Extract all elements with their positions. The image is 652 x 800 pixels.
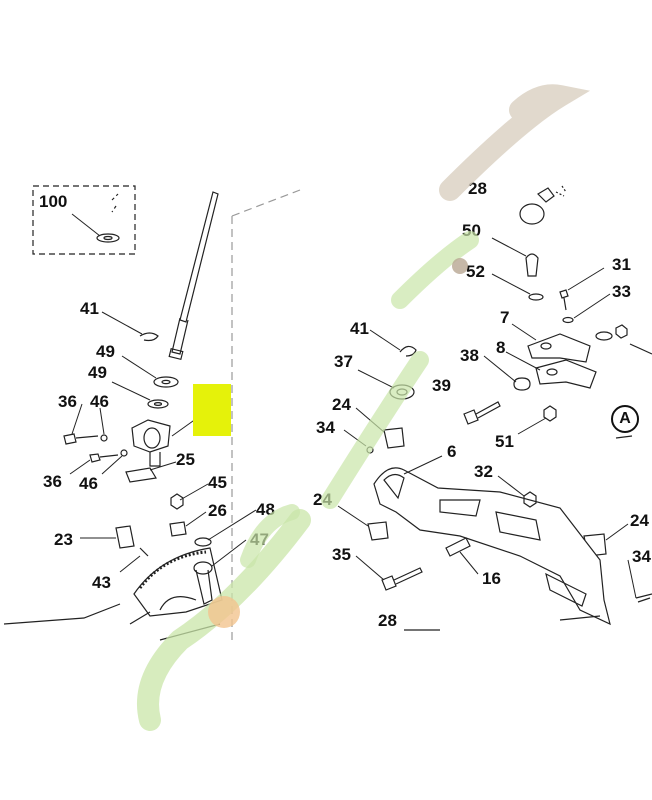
label-16[interactable]: 16 <box>482 569 501 588</box>
label-49[interactable]: 49 <box>96 342 115 361</box>
label-28[interactable]: 28 <box>468 179 487 198</box>
fitting-34a <box>366 446 374 454</box>
spacer-26 <box>169 521 187 537</box>
label-33[interactable]: 33 <box>612 282 631 301</box>
nut-45 <box>170 493 184 510</box>
bushing-24a <box>383 427 405 449</box>
clip-41-right <box>399 345 417 357</box>
label-39[interactable]: 39 <box>432 376 451 395</box>
ball-joint-50 <box>525 253 539 277</box>
label-6[interactable]: 6 <box>447 442 457 461</box>
washer-49b <box>147 399 169 409</box>
front-axle-6 <box>373 467 611 626</box>
washer-far-right <box>595 331 613 341</box>
bracket-7 <box>527 333 591 363</box>
label-8[interactable]: 8 <box>496 338 506 357</box>
label-35[interactable]: 35 <box>332 545 351 564</box>
bracket-25 <box>131 419 171 467</box>
bolt-36a <box>63 433 99 445</box>
label-34[interactable]: 34 <box>632 547 651 566</box>
callout-a[interactable]: A <box>611 405 639 433</box>
fitting-34b <box>635 593 652 603</box>
nut-32 <box>523 491 537 508</box>
steering-shaft <box>168 191 219 361</box>
washer-37 <box>389 384 415 400</box>
pin-43 <box>139 547 149 557</box>
label-25[interactable]: 25 <box>176 450 195 469</box>
bolt-35 <box>381 567 423 591</box>
label-49[interactable]: 49 <box>88 363 107 382</box>
bolt-36b <box>89 453 119 463</box>
clip-41 <box>139 332 159 342</box>
pin-16 <box>445 537 471 557</box>
label-26[interactable]: 26 <box>208 501 227 520</box>
washer-33 <box>562 316 574 324</box>
label-36[interactable]: 36 <box>58 392 77 411</box>
highlighted-part-marker <box>193 384 231 436</box>
washer-52 <box>528 293 544 301</box>
label-52[interactable]: 52 <box>466 262 485 281</box>
label-32[interactable]: 32 <box>474 462 493 481</box>
screw-31 <box>559 289 569 311</box>
label-7[interactable]: 7 <box>500 308 510 327</box>
nut-51 <box>543 405 557 422</box>
rod-end <box>519 185 567 225</box>
spacer-38 <box>513 377 531 391</box>
label-48[interactable]: 48 <box>256 500 275 519</box>
bolt-39 <box>463 401 501 425</box>
label-36[interactable]: 36 <box>43 472 62 491</box>
washer-49a <box>153 376 179 388</box>
label-47[interactable]: 47 <box>250 530 269 549</box>
label-31[interactable]: 31 <box>612 255 631 274</box>
label-23[interactable]: 23 <box>54 530 73 549</box>
label-28[interactable]: 28 <box>378 611 397 630</box>
label-50[interactable]: 50 <box>462 221 481 240</box>
separator-line <box>231 189 301 640</box>
label-24[interactable]: 24 <box>332 395 351 414</box>
bushing-25 <box>125 467 157 483</box>
label-100[interactable]: 100 <box>39 192 68 211</box>
label-43[interactable]: 43 <box>92 573 111 592</box>
label-37[interactable]: 37 <box>334 352 353 371</box>
bracket-8 <box>535 359 597 389</box>
inset-box-100 <box>32 185 136 255</box>
label-24[interactable]: 24 <box>630 511 649 530</box>
label-41[interactable]: 41 <box>80 299 99 318</box>
label-51[interactable]: 51 <box>495 432 514 451</box>
label-46[interactable]: 46 <box>79 474 98 493</box>
washer-46a <box>100 434 108 442</box>
label-46[interactable]: 46 <box>90 392 109 411</box>
label-45[interactable]: 45 <box>208 473 227 492</box>
label-41[interactable]: 41 <box>350 319 369 338</box>
bushing-24b <box>367 521 389 541</box>
label-34[interactable]: 34 <box>316 418 335 437</box>
part-23 <box>115 525 135 549</box>
sector-gear-47 <box>133 547 223 617</box>
washer-46b <box>120 449 128 457</box>
label-38[interactable]: 38 <box>460 346 479 365</box>
label-24[interactable]: 24 <box>313 490 332 509</box>
